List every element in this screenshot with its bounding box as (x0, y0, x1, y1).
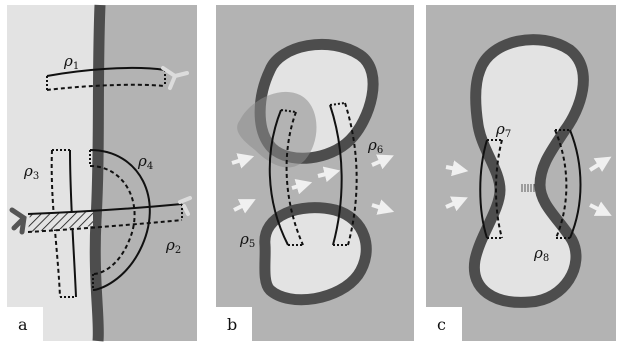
rho1-strip (46, 66, 189, 91)
rho7-strip (479, 139, 503, 239)
rho5-strip (268, 109, 304, 246)
rho3-label: ρ3 (23, 162, 39, 182)
rho8-strip (554, 129, 582, 239)
panel-b: ρ6 ρ5 b (216, 5, 414, 341)
rho8-label: ρ8 (533, 244, 549, 264)
rho2-strip (9, 196, 192, 235)
flow-arrows-c (445, 156, 612, 216)
rho2-label: ρ2 (165, 236, 181, 256)
rho4-label: ρ4 (137, 152, 153, 172)
boundary-band (89, 4, 106, 342)
rho1-label: ρ1 (63, 52, 79, 72)
panel-a-tag: a (18, 315, 28, 334)
panel-b-tag: b (227, 315, 237, 334)
panel-c-tag-box (426, 307, 462, 341)
panel-a: ρ1 ρ2 ρ3 ρ4 a (7, 4, 197, 342)
flow-arrows-b (231, 153, 395, 215)
neck-ticks (521, 184, 535, 192)
rho6-label: ρ6 (367, 136, 383, 156)
merged-blob (468, 34, 589, 308)
panel-a-tag-box (7, 307, 43, 341)
rho6-strip (329, 102, 358, 246)
shadow-blob (237, 91, 317, 168)
panel-c-tag: c (437, 315, 446, 334)
rho4-strip (89, 149, 151, 291)
panel-b-tag-box (216, 307, 252, 341)
panel-c: ρ7 ρ8 c (426, 5, 616, 341)
rho7-label: ρ7 (495, 120, 511, 140)
light-region (7, 5, 100, 341)
rho5-label: ρ5 (239, 230, 255, 250)
lower-blob (259, 202, 372, 306)
